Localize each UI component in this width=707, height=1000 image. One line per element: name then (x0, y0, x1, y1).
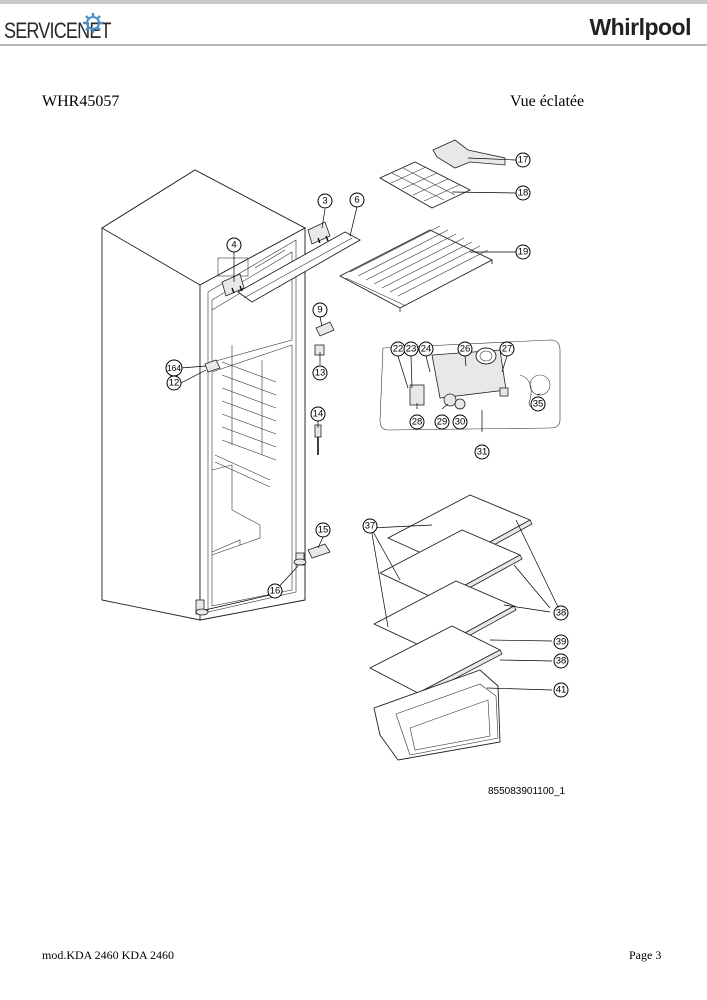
ice-accessories-drawing (379, 139, 506, 209)
callout-31-label: 31 (477, 447, 488, 458)
callout-38-upper-label: 38 (556, 608, 567, 619)
callout-39-label: 39 (556, 637, 567, 648)
callout-30-label: 30 (455, 417, 466, 428)
callout-27-label: 27 (502, 344, 513, 355)
callout-38-upper: 38 (553, 605, 569, 621)
callout-14: 14 (310, 406, 326, 422)
callout-39: 39 (553, 634, 569, 650)
view-title: Vue éclatée (510, 93, 585, 110)
shelf-leader-lines (370, 519, 559, 691)
callout-19: 19 (515, 244, 531, 260)
callout-37: 37 (362, 518, 378, 534)
callout-22: 22 (390, 341, 406, 357)
callout-26-label: 26 (460, 344, 471, 355)
callout-6-label: 6 (354, 195, 359, 206)
callout-17-label: 17 (518, 155, 529, 166)
callout-12-label: 12 (169, 378, 180, 389)
callout-3: 3 (317, 193, 333, 209)
callout-19-label: 19 (518, 247, 529, 258)
callout-38-lower: 38 (553, 653, 569, 669)
callout-23-label: 23 (406, 344, 417, 355)
callout-13-label: 13 (315, 368, 326, 379)
top-border (0, 0, 707, 4)
callout-30: 30 (452, 414, 468, 430)
diagram-part-number: 855083901100_1 (488, 786, 566, 797)
callout-16-label: 16 (270, 586, 281, 597)
callout-38-lower-label: 38 (556, 656, 567, 667)
callout-29-label: 29 (437, 417, 448, 428)
callout-9: 9 (312, 302, 328, 318)
servicenet-gear-icon (83, 13, 103, 33)
callout-28-label: 28 (412, 417, 423, 428)
callout-6: 6 (349, 192, 365, 208)
callout-28: 28 (409, 414, 425, 430)
callout-29: 29 (434, 414, 450, 430)
callout-17: 17 (515, 152, 531, 168)
callout-9-label: 9 (317, 305, 322, 316)
callout-22-label: 22 (393, 344, 404, 355)
callout-12: 12 (166, 375, 182, 391)
callout-13: 13 (312, 365, 328, 381)
callout-164: 164 (165, 359, 183, 377)
callout-15: 15 (315, 522, 331, 538)
callout-4-label: 4 (231, 240, 236, 251)
callout-164-label: 164 (167, 363, 181, 373)
callout-27: 27 (499, 341, 515, 357)
callout-23: 23 (403, 341, 419, 357)
callout-24-label: 24 (421, 344, 432, 355)
callout-16: 16 (267, 583, 283, 599)
hinge-parts-drawing (204, 221, 361, 559)
callout-35: 35 (530, 396, 546, 412)
footer-page-number: Page 3 (629, 948, 662, 962)
model-title: WHR45057 (42, 93, 120, 110)
callout-31: 31 (474, 444, 490, 460)
callout-41-label: 41 (556, 685, 567, 696)
callout-3-label: 3 (322, 196, 327, 207)
callout-35-label: 35 (533, 399, 544, 410)
whirlpool-logo: Whirlpool (589, 14, 691, 40)
callout-18-label: 18 (518, 188, 529, 199)
callout-4: 4 (226, 237, 242, 253)
page-header: SERVICENET Whirlpool (0, 4, 707, 46)
header-rule (0, 44, 707, 46)
callout-14-label: 14 (313, 409, 324, 420)
cabinet-drawing (101, 169, 307, 621)
callout-24: 24 (418, 341, 434, 357)
callout-15-label: 15 (318, 525, 329, 536)
callout-41: 41 (553, 682, 569, 698)
callout-18: 18 (515, 185, 531, 201)
callout-26: 26 (457, 341, 473, 357)
glass-shelves-drawing (369, 494, 533, 761)
wire-shelf-drawing (339, 225, 494, 312)
exploded-view-diagram: 3 4 6 9 12 13 14 15 16 17 18 19 22 23 24… (101, 139, 569, 761)
footer-model: mod.KDA 2460 KDA 2460 (42, 948, 175, 962)
thermostat-assembly-drawing (379, 339, 561, 432)
callout-37-label: 37 (365, 521, 376, 532)
